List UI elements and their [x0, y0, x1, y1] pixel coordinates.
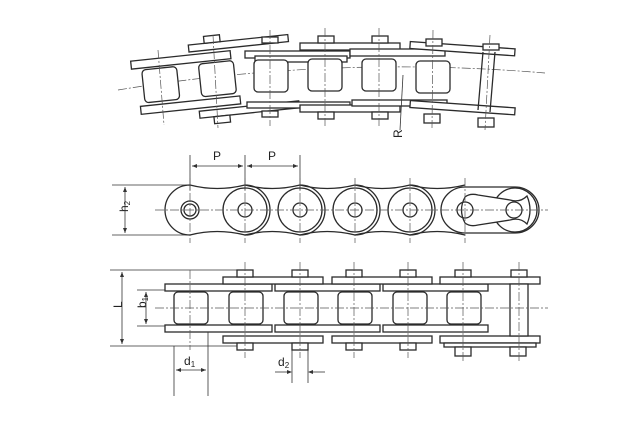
width-label: L	[111, 301, 125, 308]
pitch-label-1: P	[213, 149, 221, 163]
radius-label: R	[391, 129, 405, 138]
pitch-label-2: P	[268, 149, 276, 163]
plan-view: L b1	[110, 262, 548, 396]
inner-width-label: b1	[135, 296, 150, 308]
roller-diameter-label: d1	[184, 354, 196, 369]
height-label: h2	[117, 200, 132, 212]
pin-diameter-label: d2	[278, 355, 290, 370]
curved-top-view: R	[117, 28, 546, 138]
side-view: P P h2	[112, 149, 548, 243]
radius-leader	[399, 74, 404, 131]
